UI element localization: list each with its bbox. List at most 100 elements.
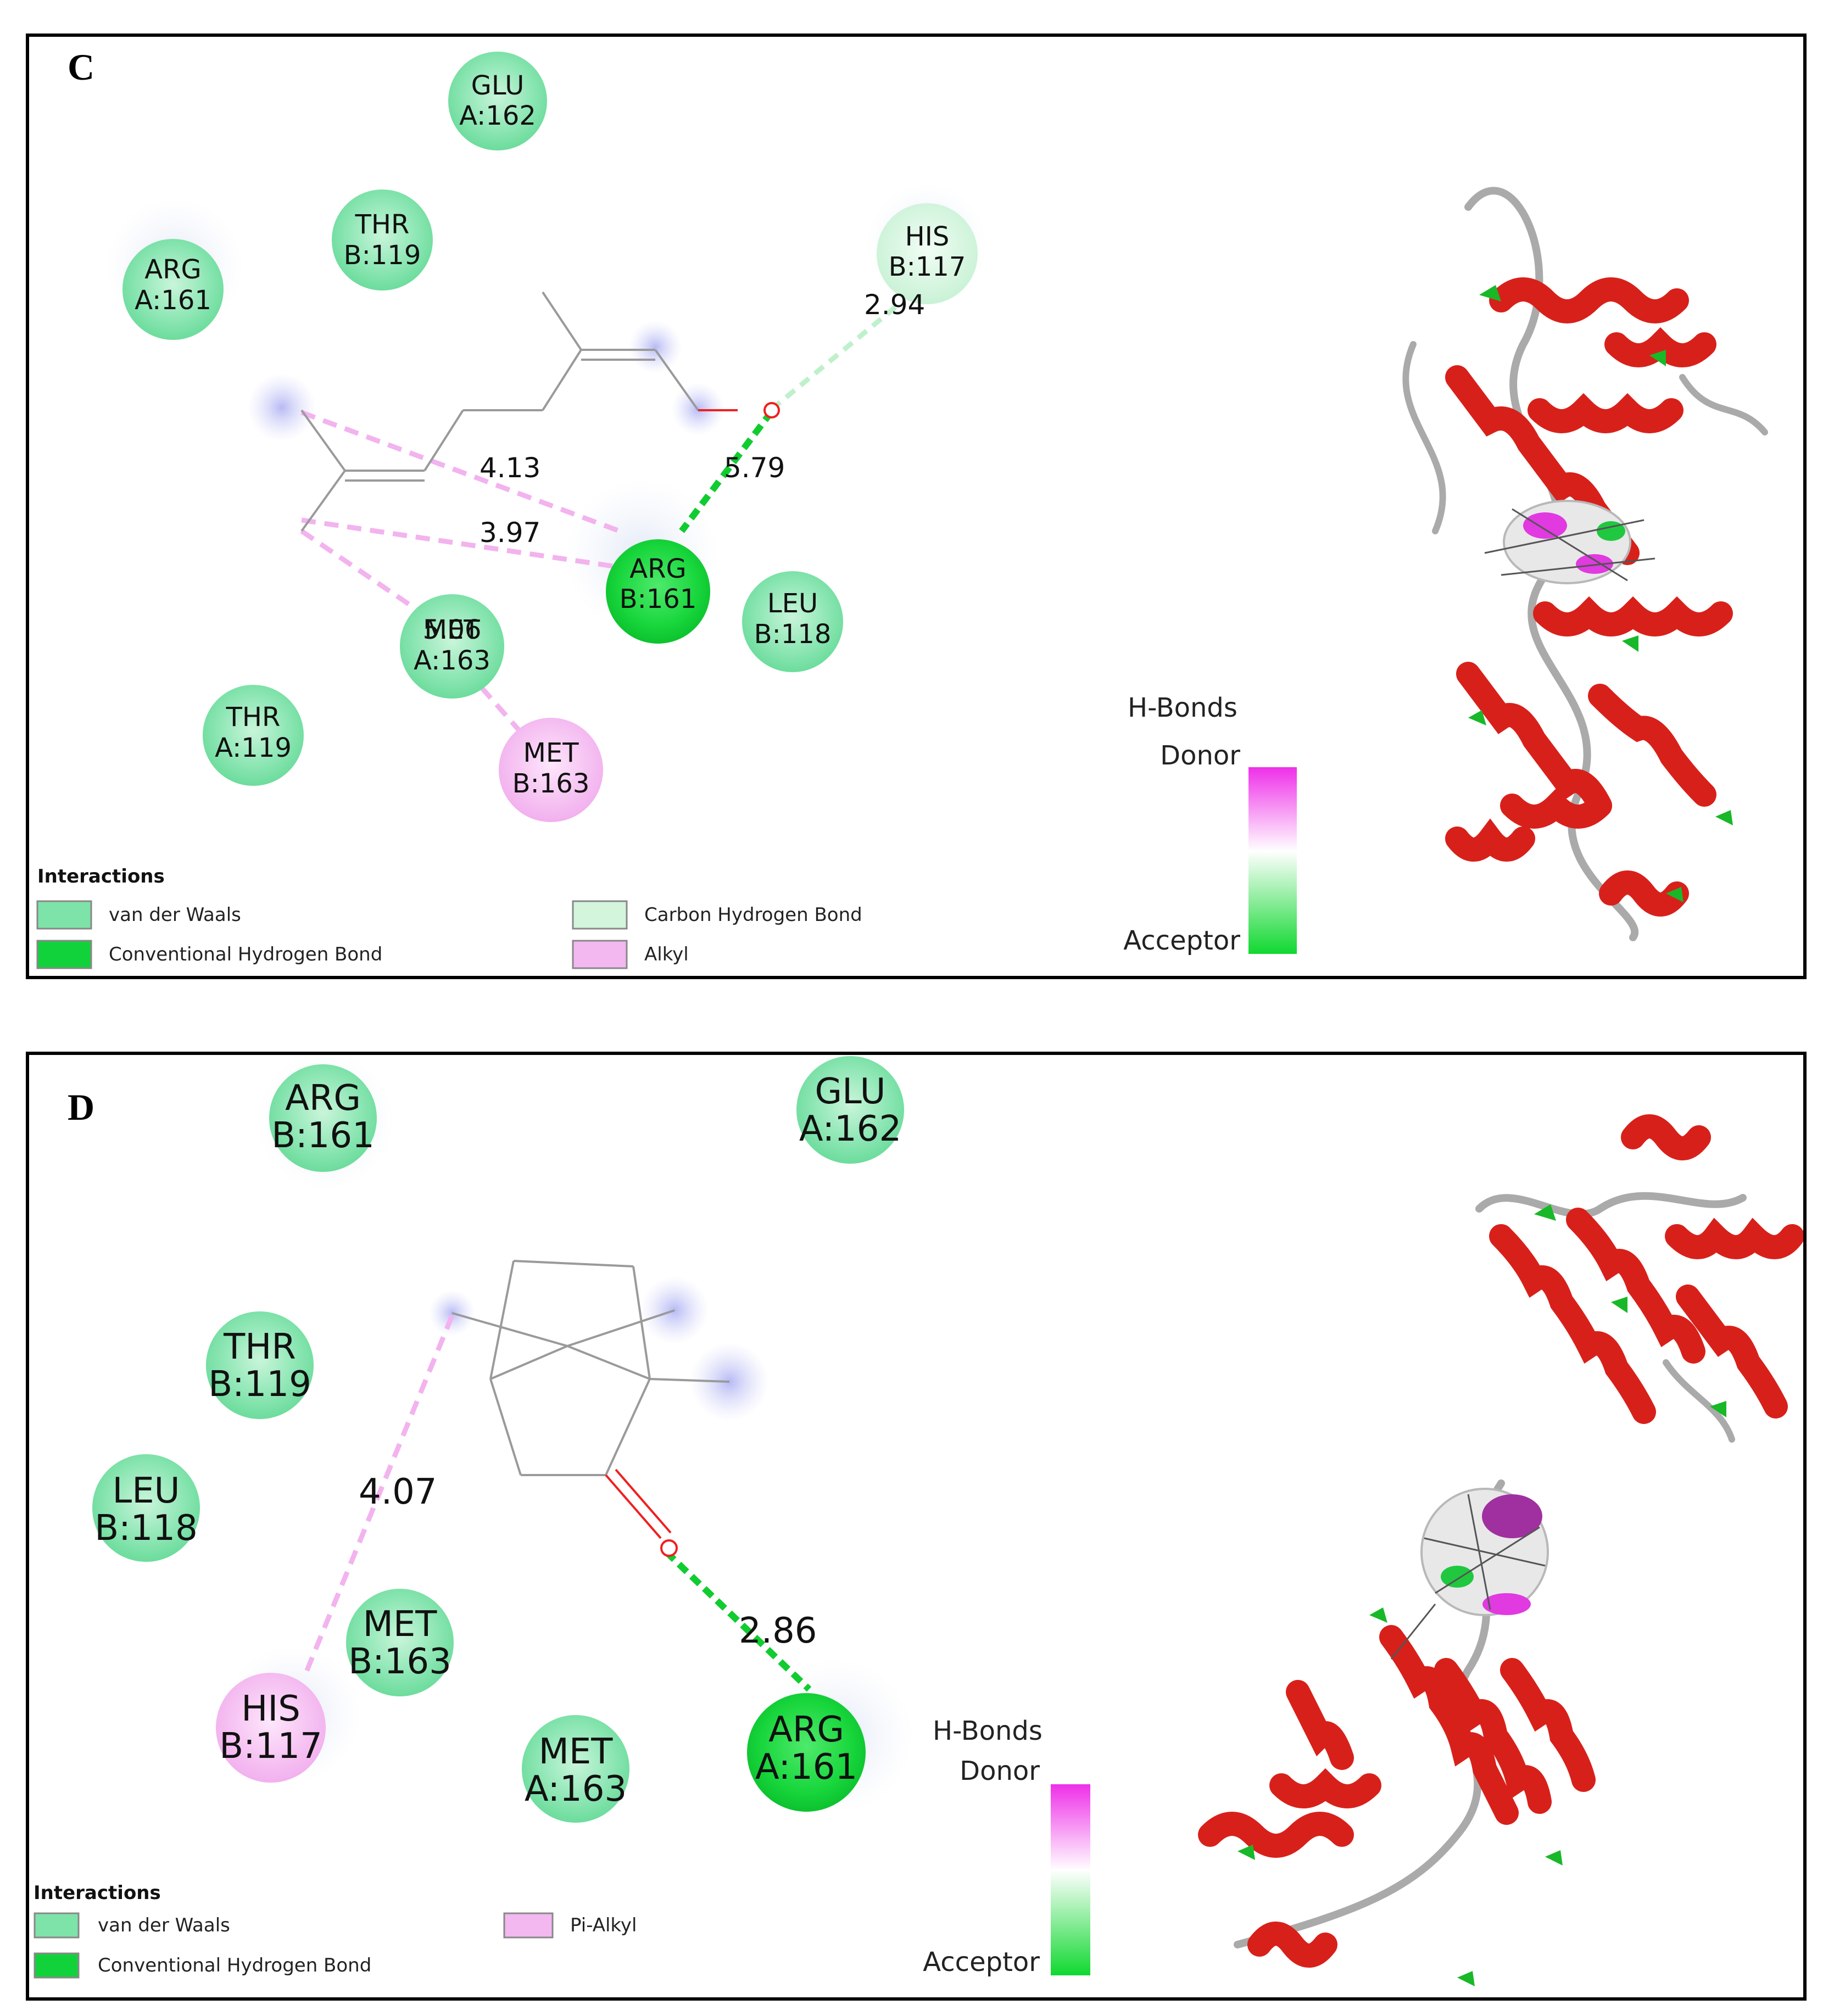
svg-text:A:119: A:119 — [215, 733, 292, 763]
hbond-line — [679, 409, 774, 533]
svg-text:A:161: A:161 — [755, 1747, 857, 1788]
protein-ribbon — [1198, 1114, 1803, 1986]
residue-met-a163: MET 5.06 A:163 — [400, 594, 504, 699]
svg-text:ARG: ARG — [629, 554, 686, 584]
hbonds-donor: Donor — [1160, 740, 1240, 771]
ligand-structure — [451, 1260, 730, 1539]
legend-label: Carbon Hydrogen Bond — [644, 904, 862, 926]
svg-text:B:161: B:161 — [271, 1115, 375, 1156]
panel-c: C — [26, 33, 1807, 979]
svg-text:MET: MET — [363, 1604, 438, 1645]
distance-label: 2.94 — [864, 289, 925, 321]
distance-label: 4.13 — [480, 452, 540, 484]
carbon-hbond-line — [770, 304, 899, 411]
atom-glow — [629, 321, 682, 373]
svg-text:A:162: A:162 — [799, 1109, 901, 1149]
svg-text:THR: THR — [226, 702, 281, 733]
svg-text:5.06: 5.06 — [423, 615, 482, 645]
residue-leu-b118: LEU B:118 — [92, 1454, 200, 1562]
alkyl-line — [300, 410, 621, 534]
svg-text:A:163: A:163 — [414, 645, 490, 676]
panel-label: C — [68, 46, 94, 88]
legend-label: Pi-Alkyl — [570, 1914, 637, 1936]
residue-his-b117: HIS B:117 — [216, 1673, 326, 1783]
hbonds-gradient-bar — [1051, 1784, 1090, 1975]
residue-thr-b119: THR B:119 — [206, 1311, 314, 1419]
svg-text:B:163: B:163 — [512, 768, 590, 799]
svg-text:B:119: B:119 — [208, 1364, 311, 1405]
pi-alkyl-line — [301, 1315, 455, 1679]
svg-text:LEU: LEU — [113, 1471, 180, 1511]
residue-arg-b161: ARG B:161 — [269, 1064, 377, 1172]
legend-swatch-pi-alkyl — [503, 1912, 554, 1939]
atom-glow — [248, 373, 316, 442]
legend-swatch-hbond — [36, 940, 92, 969]
distance-label: 2.86 — [739, 1611, 817, 1651]
svg-text:B:117: B:117 — [889, 252, 966, 282]
panel-d-diagram: D ARG — [34, 1055, 1803, 1986]
hbonds-donor: Donor — [960, 1756, 1040, 1786]
svg-text:HIS: HIS — [905, 221, 950, 252]
legend-title: Interactions — [34, 1882, 161, 1904]
svg-text:B:118: B:118 — [94, 1508, 198, 1549]
residue-thr-b119: THR B:119 — [332, 189, 433, 291]
svg-text:B:161: B:161 — [620, 584, 697, 615]
hbonds-gradient-bar — [1248, 767, 1297, 954]
residue-arg-a161: ARG A:161 — [747, 1693, 866, 1812]
residue-his-b117: HIS B:117 — [877, 203, 978, 304]
svg-text:A:162: A:162 — [459, 100, 536, 131]
alkyl-line — [301, 517, 617, 569]
svg-text:GLU: GLU — [471, 70, 525, 101]
svg-text:THR: THR — [355, 209, 410, 240]
legend-label: Alkyl — [644, 943, 689, 965]
hbonds-acceptor: Acceptor — [1123, 925, 1240, 956]
residue-glu-a162: GLU A:162 — [448, 52, 547, 150]
svg-text:GLU: GLU — [815, 1071, 886, 1112]
legend-swatch-vdw — [36, 900, 92, 930]
distance-label: 3.97 — [480, 517, 540, 549]
residue-glu-a162: GLU A:162 — [796, 1056, 904, 1164]
legend-label: van der Waals — [109, 904, 241, 926]
panel-d: D ARG — [26, 1052, 1807, 2001]
oxygen-atom — [660, 1539, 678, 1557]
svg-text:HIS: HIS — [241, 1689, 300, 1729]
distance-label: 4.07 — [359, 1472, 437, 1512]
hbonds-title: H-Bonds — [1128, 693, 1237, 723]
residue-met-a163: MET A:163 — [522, 1715, 629, 1823]
legend-label: Conventional Hydrogen Bond — [109, 943, 382, 965]
legend-swatch-carbon — [572, 900, 628, 930]
hbond-line — [664, 1549, 812, 1692]
panel-label: D — [68, 1086, 94, 1128]
svg-text:LEU: LEU — [767, 588, 818, 619]
svg-text:B:118: B:118 — [754, 619, 832, 650]
ligand-structure — [300, 291, 738, 532]
svg-text:MET: MET — [523, 738, 579, 768]
residue-thr-a119: THR A:119 — [203, 685, 304, 786]
residue-arg-a161: ARG A:161 — [122, 239, 224, 340]
svg-text:ARG: ARG — [144, 254, 201, 285]
legend-label: Conventional Hydrogen Bond — [98, 1954, 371, 1976]
svg-text:ARG: ARG — [768, 1710, 844, 1750]
svg-text:A:161: A:161 — [135, 285, 211, 316]
legend-swatch-vdw — [34, 1912, 80, 1939]
svg-text:MET: MET — [424, 615, 480, 645]
residue-met-b163: MET B:163 — [346, 1589, 454, 1696]
svg-text:ARG: ARG — [285, 1078, 361, 1119]
svg-text:B:163: B:163 — [348, 1641, 451, 1682]
legend-swatch-alkyl — [572, 940, 628, 969]
svg-text:THR: THR — [223, 1327, 296, 1367]
residue-arg-b161: ARG B:161 — [606, 539, 710, 644]
distance-label: 5.79 — [724, 452, 785, 484]
residue-leu-b118: LEU B:118 — [742, 571, 843, 672]
residue-met-b163: MET B:163 — [499, 718, 603, 822]
legend-label: van der Waals — [98, 1914, 230, 1936]
svg-text:B:119: B:119 — [344, 240, 421, 271]
panel-c-diagram: C — [36, 46, 1768, 969]
legend-title: Interactions — [37, 865, 165, 887]
oxygen-atom — [763, 402, 780, 418]
protein-ribbon — [1402, 187, 1768, 941]
hbonds-title: H-Bonds — [933, 1716, 1043, 1746]
svg-text:MET: MET — [539, 1732, 614, 1772]
svg-text:A:163: A:163 — [525, 1769, 627, 1810]
svg-text:B:117: B:117 — [219, 1726, 322, 1767]
